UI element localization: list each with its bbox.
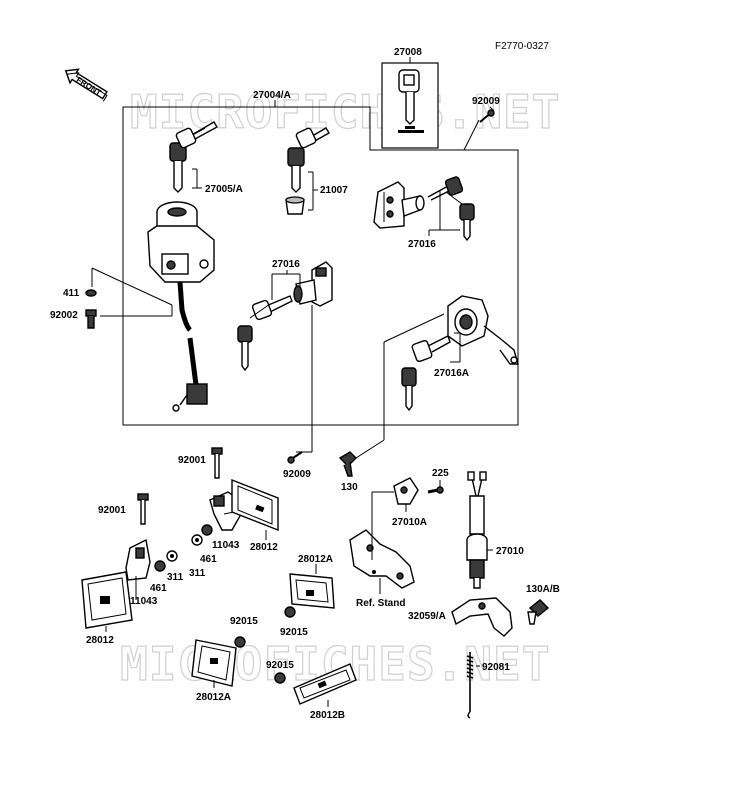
callout-130: 130: [341, 482, 358, 493]
screw-92009-top: [479, 109, 495, 123]
helmet-lock-27016A: [401, 295, 519, 412]
bracket-32059A: [451, 597, 513, 637]
washer-411: [85, 289, 97, 297]
lamp-28012-upper: [231, 478, 279, 532]
stand-bracket: [349, 529, 415, 589]
key-icon-27005A: [169, 121, 218, 193]
switch-27010A: [393, 477, 419, 505]
callout-28012-a: 28012: [250, 542, 278, 553]
callout-27004A: 27004/A: [253, 90, 291, 101]
callout-92002: 92002: [50, 310, 78, 321]
key-icon-21007: [285, 127, 330, 215]
lamp-28012B: [293, 663, 357, 705]
callout-27016A: 27016A: [434, 368, 469, 379]
callout-411: 411: [63, 288, 80, 299]
callout-11043-b: 11043: [130, 596, 158, 607]
assembly-outline-27004A: [122, 106, 519, 426]
callout-92009-bottom: 92009: [283, 469, 311, 480]
callout-11043-a: 11043: [212, 540, 240, 551]
callout-92015-c: 92015: [266, 660, 294, 671]
bracket-11043-lower: [125, 538, 178, 581]
lamp-28012-lower: [81, 571, 133, 629]
front-arrow-label: FRONT: [75, 75, 103, 97]
screw-92009-bottom: [287, 451, 303, 464]
bolt-130AB: [527, 599, 550, 625]
screw-225: [427, 486, 444, 494]
callout-311-a: 311: [189, 568, 206, 579]
nut-92015-a: [284, 606, 296, 618]
callout-27008: 27008: [394, 47, 422, 58]
callout-461-b: 461: [150, 583, 167, 594]
callout-92009-top: 92009: [472, 96, 500, 107]
front-arrow-icon: FRONT: [64, 68, 108, 102]
callout-92001-a: 92001: [178, 455, 206, 466]
callout-32059A: 32059/A: [408, 611, 446, 622]
callout-28012A-bottom: 28012A: [196, 692, 231, 703]
callout-92001-b: 92001: [98, 505, 126, 516]
callout-28012-b: 28012: [86, 635, 114, 646]
figure-id: F2770-0327: [495, 41, 549, 52]
callout-ref-stand: Ref. Stand: [356, 598, 405, 609]
bolt-92001-a: [211, 447, 223, 479]
callout-130AB: 130A/B: [526, 584, 560, 595]
lamp-28012A-upper: [289, 573, 335, 609]
callout-92015-a: 92015: [280, 627, 308, 638]
watermark-top: MICROFICHES.NET: [130, 85, 560, 139]
callout-28012A-top: 28012A: [298, 554, 333, 565]
callout-21007: 21007: [320, 185, 348, 196]
callout-225: 225: [432, 468, 449, 479]
screw-92002: [85, 309, 97, 329]
callout-27005A: 27005/A: [205, 184, 243, 195]
bolt-130: [338, 451, 357, 477]
callout-92081: 92081: [482, 662, 510, 673]
nut-92015-b: [234, 636, 246, 648]
callout-311-b: 311: [167, 572, 184, 583]
callout-92015-b: 92015: [230, 616, 258, 627]
nut-92015-c: [274, 672, 286, 684]
lock-27016-mid: [237, 261, 333, 372]
callout-27010A: 27010A: [392, 517, 427, 528]
spring-92081: [466, 652, 474, 719]
callout-27016-mid: 27016: [272, 259, 300, 270]
callout-461-a: 461: [200, 554, 217, 565]
bolt-92001-b: [137, 493, 149, 525]
callout-27010: 27010: [496, 546, 524, 557]
callout-27016-top: 27016: [408, 239, 436, 250]
seat-lock-27016-top: [373, 176, 475, 242]
ignition-switch: [147, 201, 215, 412]
key-icon-27008: [398, 69, 424, 133]
switch-27010: [466, 471, 488, 589]
lamp-28012A-lower: [191, 639, 237, 687]
callout-28012B: 28012B: [310, 710, 345, 721]
